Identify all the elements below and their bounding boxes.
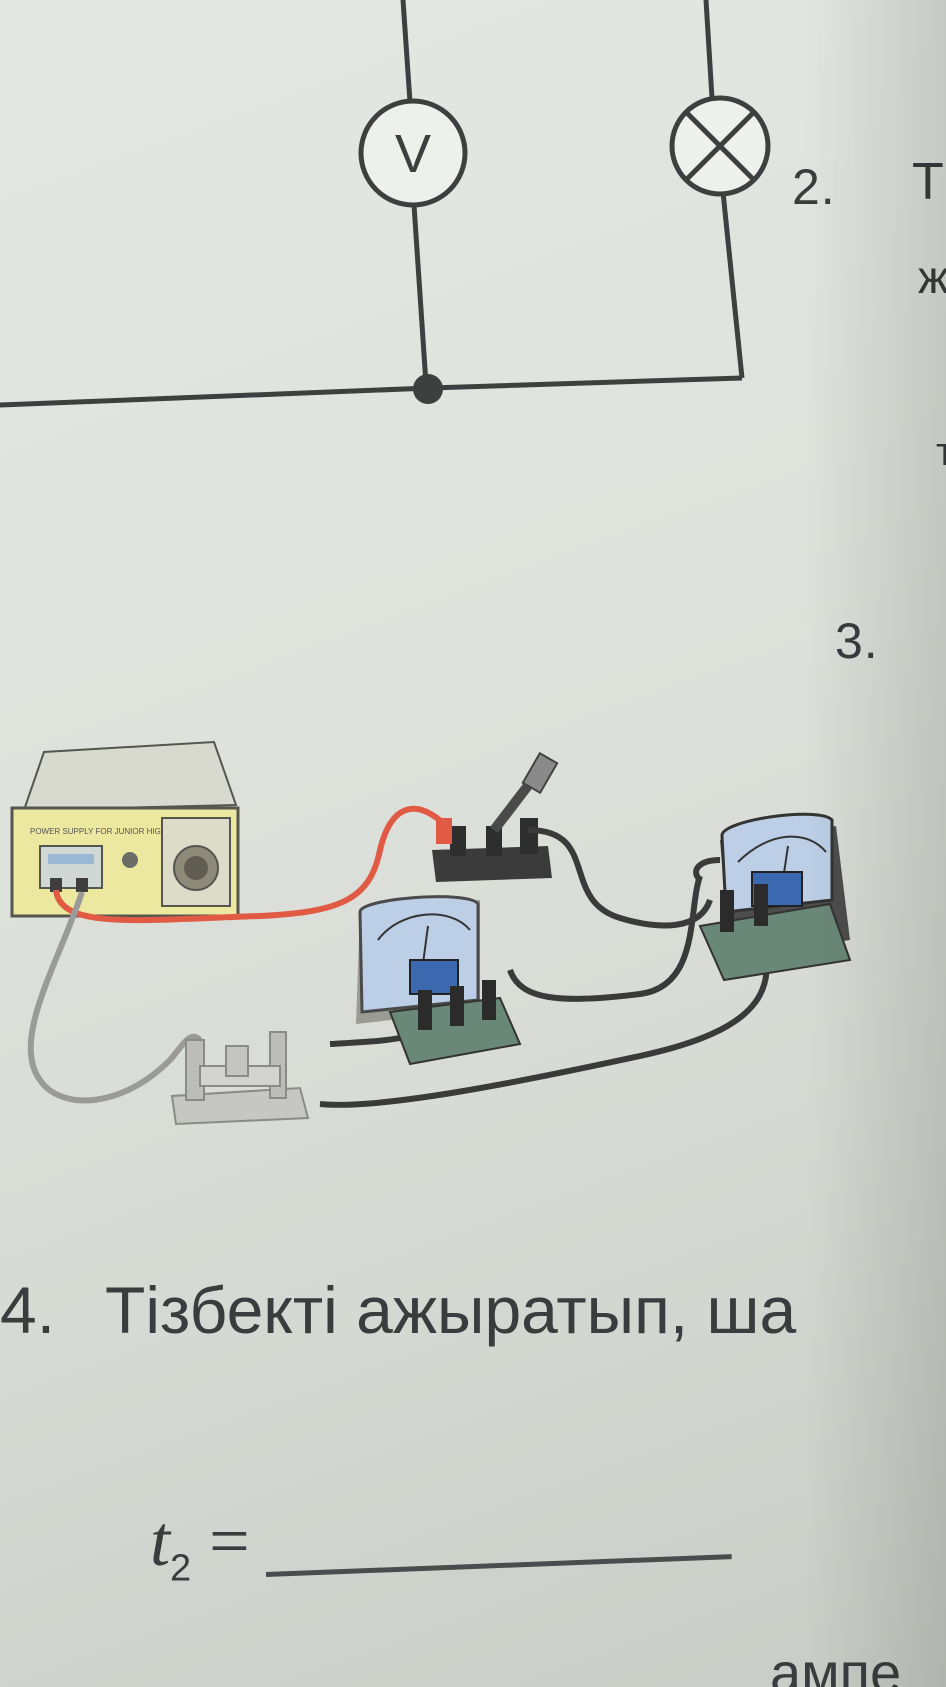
formula-equals: = xyxy=(209,1501,250,1581)
question-4-number: 4. xyxy=(0,1273,56,1347)
voltmeter-symbol-label: V xyxy=(395,124,431,184)
question-4: 4. Тізбекті ажыратып, ша xyxy=(0,1272,796,1348)
question-2-text-fragment-1: T xyxy=(912,153,944,211)
question-2-number: 2. xyxy=(792,159,836,215)
red-wire xyxy=(53,805,449,924)
question-4-text: Тізбекті ажыратып, ша xyxy=(105,1273,797,1347)
question-3-number: 3. xyxy=(835,613,879,669)
voltmeter-icon xyxy=(356,895,522,1066)
bottom-partial-text: ампе xyxy=(770,1641,902,1687)
power-supply-caption: POWER SUPPLY FOR JUNIOR HIGH SCHOOL xyxy=(30,827,203,836)
formula-subscript: 2 xyxy=(170,1547,192,1590)
apparatus-illustration: POWER SUPPLY FOR JUNIOR HIGH SCHOOL xyxy=(10,740,852,1126)
voltmeter-symbol-icon: V xyxy=(358,98,468,208)
ammeter-icon xyxy=(698,812,852,982)
question-2-text-fragment-3: т xyxy=(936,430,946,474)
rheostat-icon xyxy=(170,1031,310,1126)
schematic-wires xyxy=(0,0,745,408)
switch-icon xyxy=(432,751,559,882)
lamp-icon xyxy=(669,95,771,197)
power-supply-icon: POWER SUPPLY FOR JUNIOR HIGH SCHOOL xyxy=(10,740,240,918)
answer-formula: t2 = xyxy=(150,1500,250,1590)
junction-node xyxy=(413,374,443,404)
question-2-text-fragment-2: ж xyxy=(918,251,946,303)
gray-wire xyxy=(27,891,203,1104)
formula-variable: t xyxy=(150,1501,171,1581)
